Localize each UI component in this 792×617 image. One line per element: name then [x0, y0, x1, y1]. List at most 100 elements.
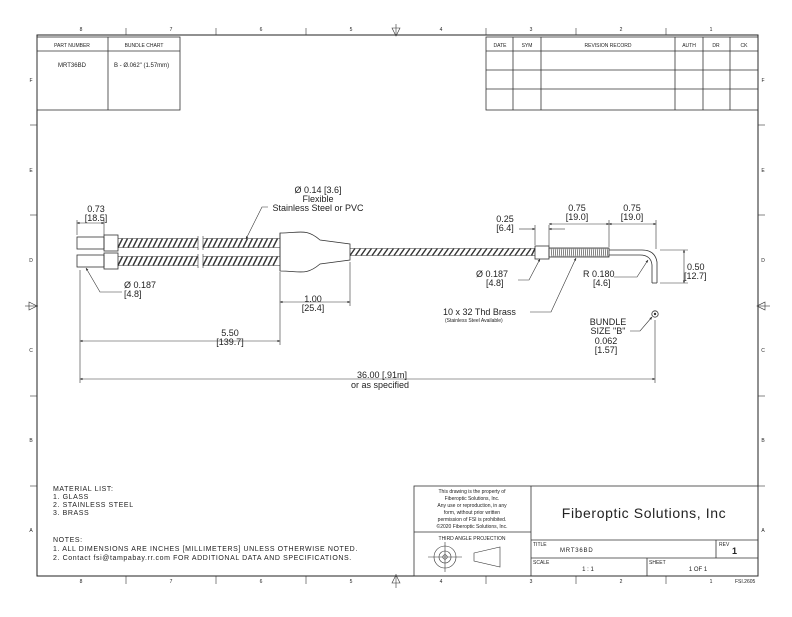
part-number-header: PART NUMBER: [54, 43, 90, 49]
armor-coil: [360, 248, 367, 256]
zone-column-label: 8: [80, 27, 83, 33]
armor-coil: [349, 248, 356, 256]
note-1: 1. ALL DIMENSIONS ARE INCHES [MILLIMETER…: [53, 546, 358, 553]
armor-coil: [393, 248, 400, 256]
sheet-label: SHEET: [649, 560, 666, 566]
thread-callout: 10 x 32 Thd Brass: [443, 307, 516, 317]
zone-column-label: 5: [350, 579, 353, 585]
armor-coil: [172, 256, 179, 266]
tip-ferrule-lower: [76, 254, 105, 268]
scale-value: 1 : 1: [582, 567, 594, 573]
armor-coil: [212, 238, 219, 248]
thread-tooth: [556, 247, 559, 258]
bundle-size-label: SIZE "B": [591, 326, 626, 336]
notes-title: NOTES:: [53, 537, 83, 544]
rev-label: REV: [719, 542, 730, 548]
rev-header-sym: SYM: [522, 43, 533, 49]
armor-coil: [182, 238, 189, 248]
armor-spiral-upper-right: [202, 238, 280, 248]
armor-coil: [142, 238, 149, 248]
thread-tooth: [592, 247, 595, 258]
armor-coil: [376, 248, 384, 256]
armor-coil: [192, 256, 199, 266]
border-frame: [25, 24, 770, 588]
zone-column-label: 1: [710, 579, 713, 585]
armor-coil: [272, 238, 279, 248]
dim-transition: 1.00: [304, 294, 322, 304]
rev-header-record: REVISION RECORD: [585, 43, 632, 49]
armor-coil: [530, 248, 536, 256]
proprietary-line-1: This drawing is the property of: [439, 489, 507, 495]
proprietary-line-6: ©2020 Fiberoptic Solutions, Inc.: [437, 523, 508, 530]
drawing-code: FSI.2605: [735, 579, 756, 585]
zone-row-label: E: [29, 168, 33, 174]
projection-label: THIRD ANGLE PROJECTION: [439, 536, 506, 542]
zone-row-label: D: [29, 258, 33, 264]
thread-tooth: [572, 247, 575, 258]
thread-tooth: [606, 247, 609, 258]
armor-coil: [453, 248, 461, 256]
armor-coil: [492, 248, 499, 256]
tip-ferrule-upper: [76, 236, 105, 250]
rev-header-ck: CK: [741, 43, 749, 49]
armor-coil: [157, 238, 164, 248]
armor-coil: [437, 248, 444, 256]
armor-coil: [508, 248, 516, 256]
zone-row-label: C: [29, 348, 33, 354]
zone-row-label: F: [761, 78, 764, 84]
armor-coil: [127, 238, 134, 248]
dim-tip-length-mm: [18.5]: [85, 213, 108, 223]
armor-coil: [354, 248, 362, 256]
bifurcated-cable-drawing: [76, 231, 659, 318]
armor-coil: [252, 256, 259, 266]
armor-coil: [257, 238, 264, 248]
armor-coil: [262, 238, 269, 248]
bundle-label: BUNDLE: [590, 317, 627, 327]
armor-coil: [202, 238, 209, 248]
armor-coil: [217, 238, 224, 248]
armor-coil: [257, 256, 264, 266]
zone-row-label: D: [761, 258, 765, 264]
armor-coil: [525, 248, 532, 256]
armor-coil: [117, 238, 124, 248]
armor-coil: [252, 238, 259, 248]
armor-coil: [398, 248, 406, 256]
zone-column-label: 8: [80, 579, 83, 585]
zone-row-label: F: [29, 78, 32, 84]
armor-coil: [227, 256, 234, 266]
tip-collar-lower: [103, 252, 119, 270]
armor-spiral-common: [349, 248, 536, 256]
thread-tooth: [588, 247, 591, 258]
thread-tooth: [590, 247, 593, 258]
zone-row-label: B: [761, 438, 765, 444]
armor-coil: [503, 248, 510, 256]
zone-column-label: 4: [440, 579, 443, 585]
rev-value: 1: [732, 546, 737, 556]
thread-tooth: [596, 247, 599, 258]
thread-tooth: [552, 247, 555, 258]
armor-coil: [212, 256, 219, 266]
bent-tube: [609, 249, 658, 283]
armor-coil: [459, 248, 466, 256]
thread-tooth: [566, 247, 569, 258]
zone-column-label: 7: [170, 27, 173, 33]
dim-tip-length: 0.73: [87, 204, 105, 214]
armor-coil: [172, 238, 179, 248]
armor-coil: [475, 248, 483, 256]
zone-row-label: B: [29, 438, 33, 444]
armor-coil: [147, 238, 154, 248]
dim-collar-length: 0.25: [496, 214, 514, 224]
armor-coil: [117, 256, 124, 266]
material-item-3: 3. BRASS: [53, 510, 89, 517]
armor-coil: [167, 256, 174, 266]
dim-overall-length: 36.00 [.91m]: [357, 370, 407, 380]
zone-column-label: 1: [710, 27, 713, 33]
note-2: 2. Contact fsi@tampabay.rr.com FOR ADDIT…: [53, 555, 352, 562]
dim-bend-radius-mm: [4.6]: [593, 278, 611, 288]
armor-coil: [162, 238, 169, 248]
dim-ferrule-diameter-mm: [4.8]: [486, 278, 504, 288]
zone-column-label: 3: [530, 27, 533, 33]
armor-coil: [177, 238, 184, 248]
zone-column-label: 6: [260, 27, 263, 33]
armor-coil: [132, 256, 139, 266]
